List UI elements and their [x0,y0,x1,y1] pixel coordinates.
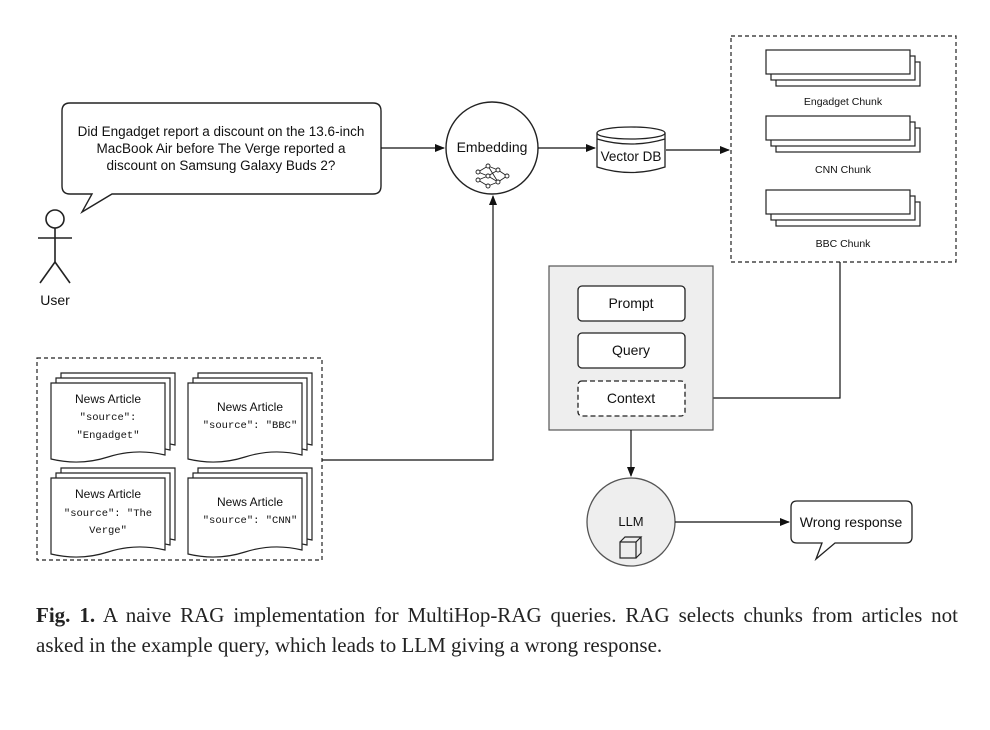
user-left-leg [39,261,56,284]
context-label: Context [607,390,655,406]
neural-network-icon [475,163,510,189]
chunk-label-bbc: BBC Chunk [816,238,872,250]
article-source-theverge-2: Verge" [89,525,127,537]
question-bubble [61,102,382,214]
chunk-engadget [765,49,921,87]
article-cnn [187,467,313,558]
article-title-theverge: News Article [75,487,141,501]
article-source-bbc: "source": "BBC" [203,420,298,432]
chunk-cnn [765,115,921,153]
article-bbc [187,372,313,463]
user-head [45,209,65,229]
prompt-label: Prompt [608,295,653,311]
figure-caption: Fig. 1. A naive RAG implementation for M… [36,600,958,660]
chunk-label-engadget: Engadget Chunk [804,96,883,108]
chunk-label-cnn: CNN Chunk [815,164,872,176]
article-engadget [50,372,176,463]
article-title-bbc: News Article [217,400,283,414]
embedding-label: Embedding [457,139,528,155]
user-figure [38,209,72,284]
response-bubble [790,500,913,562]
caption-text: A naive RAG implementation for MultiHop-… [36,603,958,657]
question-line-2: MacBook Air before The Verge reported a [97,141,346,156]
article-theverge [50,467,176,558]
question-line-1: Did Engadget report a discount on the 13… [78,124,365,139]
article-title-engadget: News Article [75,392,141,406]
prompt-box [577,285,686,322]
article-source-engadget-2: "Engadget" [76,430,139,442]
article-title-cnn: News Article [217,495,283,509]
vector-db-label: Vector DB [601,149,662,164]
context-box [577,380,686,417]
question-line-3: discount on Samsung Galaxy Buds 2? [107,158,336,173]
caption-fig-label: Fig. 1. [36,603,96,627]
chunk-bbc [765,189,921,227]
article-source-cnn: "source": "CNN" [203,515,298,527]
arrow-chunks-to-context [686,262,841,402]
articles-container [36,357,323,561]
arrow-articles-to-embedding [322,195,497,461]
article-source-theverge-1: "source": "The [64,508,152,520]
llm-label: LLM [618,514,643,529]
chunks-container [730,35,957,263]
article-source-engadget-1: "source": [80,412,137,424]
response-label: Wrong response [800,514,903,530]
user-label: User [40,292,70,308]
query-label: Query [612,342,650,358]
user-right-leg [54,261,71,284]
vector-db-icon [596,126,666,174]
query-box [577,332,686,369]
cube-icon [619,536,643,559]
